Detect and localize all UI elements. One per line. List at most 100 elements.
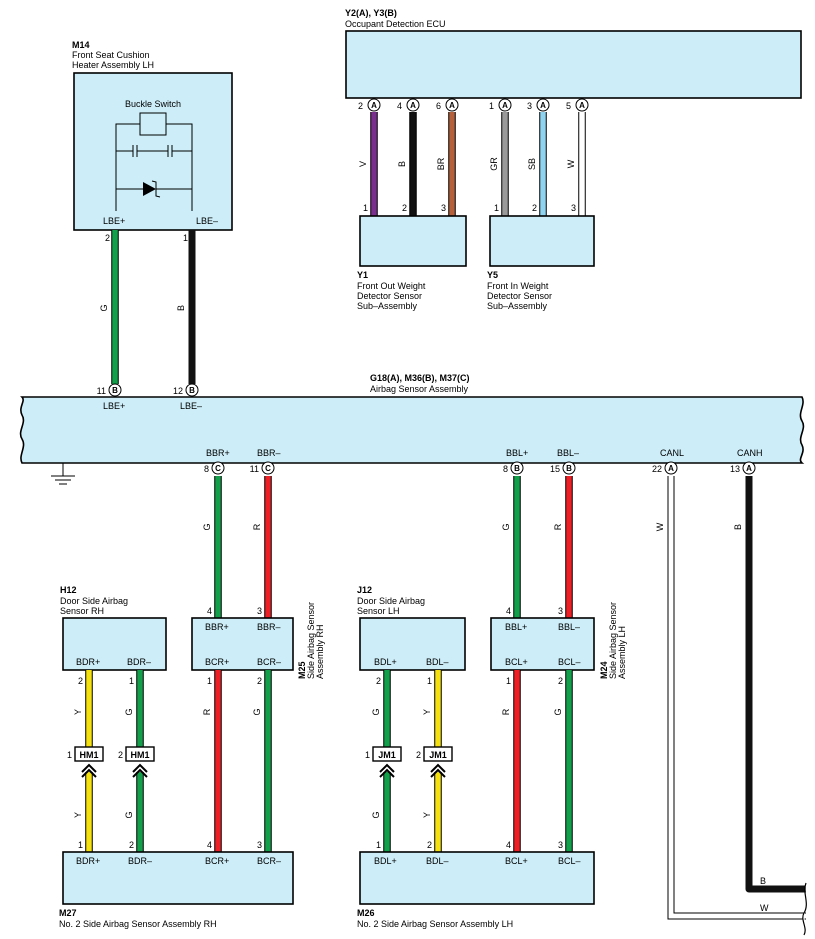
diagram-label: B [189, 386, 195, 395]
j12-code: J12 [357, 585, 372, 595]
diagram-label: R [501, 708, 511, 715]
diagram-label: G [124, 708, 134, 715]
m27-side-airbag-sensor-rh[interactable] [62, 851, 294, 905]
diagram-label: 3 [257, 606, 262, 616]
h12-code: H12 [60, 585, 77, 595]
m26-side-airbag-sensor-lh[interactable] [359, 851, 595, 905]
diagram-label: G [553, 708, 563, 715]
diagram-label: Sensor RH [60, 606, 104, 616]
y5-sensor[interactable] [489, 215, 595, 267]
diagram-label: 6 [436, 101, 441, 111]
m26-code: M26 [357, 908, 375, 918]
jm1-connector-1: 1 JM1 [365, 746, 402, 778]
diagram-label: 3 [558, 840, 563, 850]
ecu-wires [370, 112, 586, 216]
diagram-label: 1 [67, 750, 72, 760]
m25-side-airbag-sensor-rh[interactable] [191, 617, 294, 671]
diagram-label: G [124, 811, 134, 818]
hm1-connector-1: 1 HM1 [67, 746, 104, 778]
diagram-label: G [501, 523, 511, 530]
diagram-label: A [540, 101, 546, 110]
diagram-label: 2 [257, 676, 262, 686]
diagram-label: BBL– [557, 448, 579, 458]
diagram-label: 2 [416, 750, 421, 760]
diagram-label: G [252, 708, 262, 715]
wire-label-sb: SB [527, 158, 537, 170]
airbag-code: G18(A), M36(B), M37(C) [370, 373, 470, 383]
airbag-sensor-assembly[interactable] [19, 396, 805, 464]
diagram-label: 1 [183, 233, 188, 243]
diagram-label: BCR+ [205, 856, 229, 866]
diagram-label: Y [73, 812, 83, 818]
diagram-label: 8 [204, 464, 209, 474]
diagram-label: LBE+ [103, 401, 125, 411]
m24-code: M24 [599, 661, 609, 679]
j12-door-side-airbag-sensor-lh[interactable] [359, 617, 466, 671]
diagram-label: BCL– [558, 657, 581, 667]
occupant-detection-ecu[interactable] [345, 30, 802, 99]
diagram-label: Heater Assembly LH [72, 60, 154, 70]
diagram-label: BBR– [257, 622, 281, 632]
diagram-label: HM1 [79, 750, 98, 760]
diagram-label: 4 [207, 840, 212, 850]
diagram-label: 3 [257, 840, 262, 850]
diagram-label: 4 [397, 101, 402, 111]
jm1-connector-2: 2 JM1 [416, 746, 453, 778]
diagram-label: LBE– [180, 401, 202, 411]
diagram-label: 1 [376, 840, 381, 850]
diagram-label: 1 [427, 676, 432, 686]
diagram-label: R [202, 708, 212, 715]
buckle-switch-label: Buckle Switch [125, 99, 181, 109]
diagram-label: BDR+ [76, 856, 100, 866]
h12-door-side-airbag-sensor-rh[interactable] [62, 617, 167, 671]
diagram-label: BDL– [426, 856, 449, 866]
m24-side-airbag-sensor-lh[interactable] [490, 617, 595, 671]
diagram-label: 4 [207, 606, 212, 616]
diagram-label: Sensor LH [357, 606, 400, 616]
ground-icon [51, 463, 75, 485]
diagram-label: Y [422, 709, 432, 715]
diagram-label: B [760, 876, 766, 886]
diagram-label: 2 [358, 101, 363, 111]
diagram-label: 5 [566, 101, 571, 111]
y5-code: Y5 [487, 270, 498, 280]
diagram-label: BCR– [257, 856, 281, 866]
m14-term-neg: LBE– [196, 216, 218, 226]
diagram-label: A [668, 464, 674, 473]
diagram-label: 1 [494, 203, 499, 213]
diagram-label: BBR– [257, 448, 281, 458]
diagram-label: 8 [503, 464, 508, 474]
diagram-label: BCL– [558, 856, 581, 866]
diagram-label: JM1 [378, 750, 396, 760]
diagram-label: BBL+ [505, 622, 527, 632]
diagram-label: Assembly RH [315, 624, 325, 679]
diagram-label: A [371, 101, 377, 110]
ecu-code: Y2(A), Y3(B) [345, 8, 397, 18]
diagram-label: Assembly LH [617, 626, 627, 679]
diagram-label: 1 [506, 676, 511, 686]
diagram-label: BBR+ [206, 448, 230, 458]
wire-label-v: V [358, 161, 368, 167]
y1-sensor[interactable] [359, 215, 467, 267]
diagram-label: CANL [660, 448, 684, 458]
diagram-label: BCR+ [205, 657, 229, 667]
diagram-label: A [746, 464, 752, 473]
diagram-label: BCL+ [505, 856, 528, 866]
wire-label-gr: GR [489, 157, 499, 171]
m14-term-pos: LBE+ [103, 216, 125, 226]
diagram-label: CANH [737, 448, 763, 458]
wire-label-w: W [566, 159, 576, 168]
diagram-label: BBR+ [205, 622, 229, 632]
diagram-label: BDL+ [374, 657, 397, 667]
diagram-label: No. 2 Side Airbag Sensor Assembly LH [357, 919, 513, 929]
diagram-label: 2 [118, 750, 123, 760]
diagram-label: 1 [78, 840, 83, 850]
diagram-label: Door Side Airbag [60, 596, 128, 606]
diagram-label: 1 [365, 750, 370, 760]
